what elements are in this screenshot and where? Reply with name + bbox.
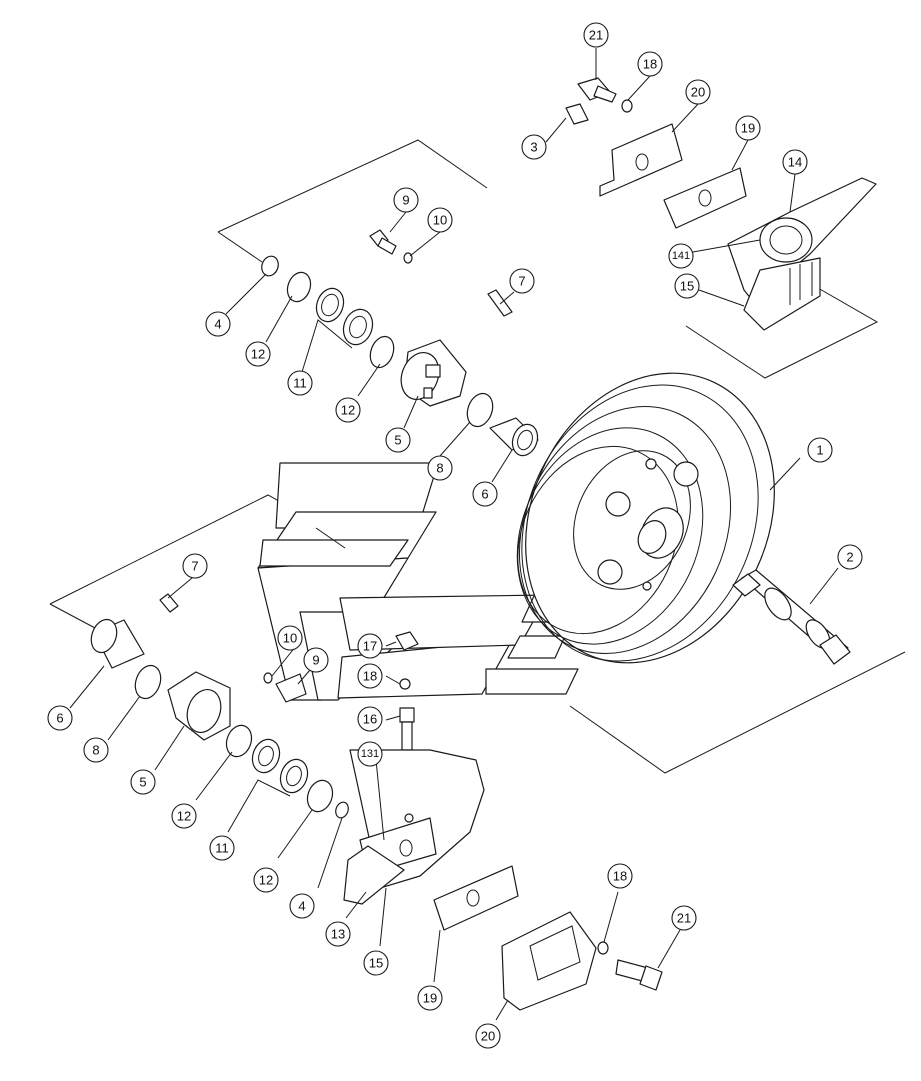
- callout-label: 11: [293, 376, 307, 391]
- callout-label: 131: [361, 748, 379, 760]
- callout-label: 10: [433, 213, 447, 228]
- callout-7-top: 7: [509, 268, 535, 294]
- callout-label: 4: [298, 899, 305, 914]
- callout-label: 5: [394, 433, 401, 448]
- callout-label: 6: [56, 711, 63, 726]
- callout-12-top-b: 12: [335, 397, 361, 423]
- callout-141: 141: [668, 243, 694, 269]
- callout-label: 4: [214, 317, 221, 332]
- lower-fasteners: [159, 593, 419, 751]
- callout-11-top: 11: [287, 370, 313, 396]
- callout-10-top: 10: [427, 207, 453, 233]
- callout-label: 3: [530, 140, 537, 155]
- callout-2: 2: [837, 544, 863, 570]
- callout-4-top: 4: [205, 311, 231, 337]
- callout-label: 10: [283, 631, 297, 646]
- callout-19-bottom: 19: [417, 985, 443, 1011]
- callout-21-top: 21: [583, 22, 609, 48]
- callout-label: 12: [341, 403, 355, 418]
- callout-label: 7: [518, 274, 525, 289]
- callout-15-top: 15: [674, 273, 700, 299]
- callout-label: 20: [691, 85, 705, 100]
- callout-label: 15: [680, 279, 694, 294]
- lower-collar-group: [90, 618, 349, 819]
- callout-12-bottom-b: 12: [253, 867, 279, 893]
- upper-collar-group: [261, 255, 494, 428]
- callout-label: 18: [363, 669, 377, 684]
- callout-21-bottom: 21: [671, 905, 697, 931]
- callout-label: 20: [481, 1029, 495, 1044]
- callout-label: 5: [139, 775, 146, 790]
- callout-label: 8: [92, 743, 99, 758]
- callout-9-bottom: 9: [303, 647, 329, 673]
- callout-label: 8: [436, 461, 443, 476]
- callout-8-bottom: 8: [83, 737, 109, 763]
- callout-6-top: 6: [472, 481, 498, 507]
- callout-15-bottom: 15: [363, 950, 389, 976]
- upper-fasteners: [369, 229, 513, 317]
- callout-label: 17: [363, 639, 377, 654]
- leader-lines: [69, 48, 839, 1021]
- callout-label: 18: [613, 869, 627, 884]
- callout-label: 16: [363, 712, 377, 727]
- callout-13: 13: [325, 921, 351, 947]
- callout-18-bottom: 18: [607, 863, 633, 889]
- lower-bracket-group: [343, 749, 663, 1011]
- shaft: [732, 569, 851, 665]
- callout-17: 17: [357, 633, 383, 659]
- callout-20-top: 20: [685, 79, 711, 105]
- callout-label: 141: [672, 250, 690, 262]
- callout-label: 14: [788, 155, 802, 170]
- callout-label: 1: [816, 443, 823, 458]
- callout-label: 21: [677, 911, 691, 926]
- callout-label: 18: [643, 57, 657, 72]
- callout-12-top-a: 12: [245, 341, 271, 367]
- callout-label: 13: [331, 927, 345, 942]
- callout-3: 3: [521, 134, 547, 160]
- callout-18-top: 18: [637, 51, 663, 77]
- callout-label: 11: [215, 841, 229, 856]
- callout-label: 19: [423, 991, 437, 1006]
- callout-label: 9: [312, 653, 319, 668]
- callout-6-bottom: 6: [47, 705, 73, 731]
- callout-label: 12: [177, 809, 191, 824]
- callout-label: 2: [846, 550, 853, 565]
- callout-4-bottom: 4: [289, 893, 315, 919]
- callout-label: 6: [481, 487, 488, 502]
- callout-label: 12: [251, 347, 265, 362]
- callout-label: 21: [589, 28, 603, 43]
- assembly-frame-lines: [49, 139, 906, 774]
- upper-bracket-group: [565, 77, 877, 331]
- callout-label: 7: [191, 559, 198, 574]
- callout-5-top: 5: [385, 427, 411, 453]
- callout-1: 1: [807, 437, 833, 463]
- callout-10-bottom: 10: [277, 625, 303, 651]
- callout-label: 9: [402, 193, 409, 208]
- callout-label: 12: [259, 873, 273, 888]
- callout-14: 14: [782, 149, 808, 175]
- callout-8-top: 8: [427, 455, 453, 481]
- callout-7-bottom: 7: [182, 553, 208, 579]
- idler-wheel: [516, 372, 775, 664]
- callout-5-bottom: 5: [130, 769, 156, 795]
- callout-label: 15: [369, 956, 383, 971]
- callout-label: 19: [741, 121, 755, 136]
- upper-collar: [400, 339, 467, 407]
- callout-11-bottom: 11: [209, 835, 235, 861]
- callout-9-top: 9: [393, 187, 419, 213]
- callout-20-bottom: 20: [475, 1023, 501, 1049]
- callout-19-top: 19: [735, 115, 761, 141]
- callout-16: 16: [357, 706, 383, 732]
- callout-18-mid: 18: [357, 663, 383, 689]
- bushing-upper: [489, 417, 539, 457]
- callout-12-bottom-a: 12: [171, 803, 197, 829]
- callout-131: 131: [357, 741, 383, 767]
